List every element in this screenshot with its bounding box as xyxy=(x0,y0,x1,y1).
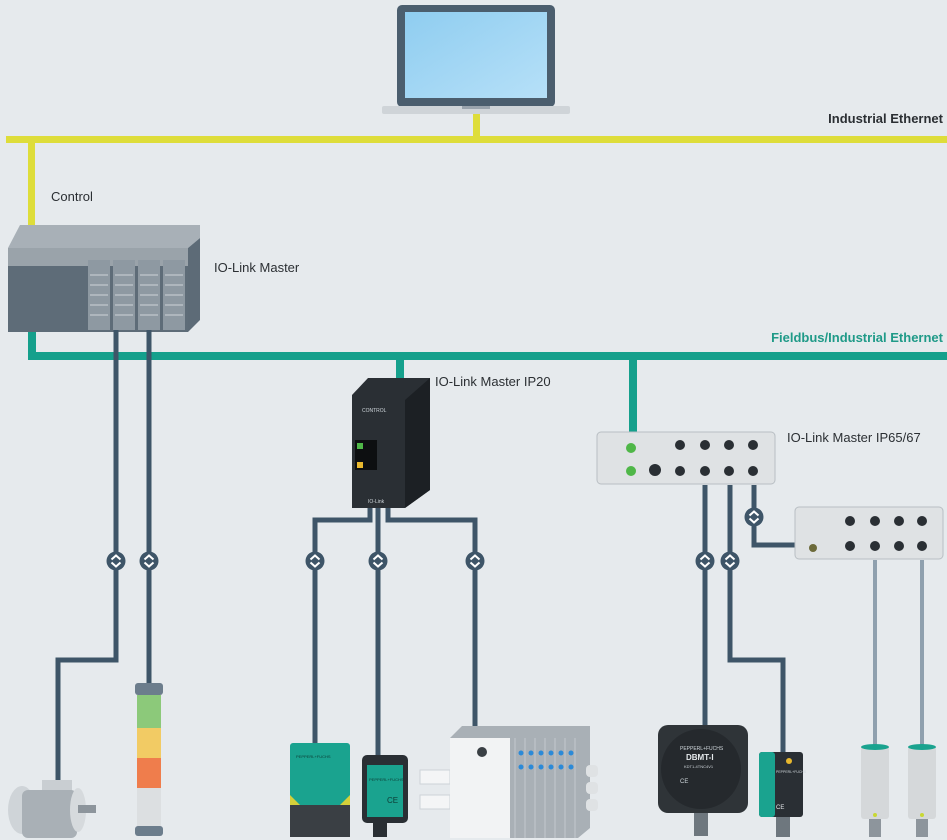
inductive-sensor-icon: PEPPERL+FUCHS xyxy=(290,743,350,837)
compact-sensor-ce: CE xyxy=(387,796,398,805)
encoder-model: DBMT-I xyxy=(686,753,714,762)
cylindrical-sensor-icon-1 xyxy=(861,744,889,837)
industrial-ethernet-bus xyxy=(6,112,947,231)
compact-sensor-icon: PEPPERL+FUCHS CE xyxy=(362,755,408,837)
ip20-footer-label: IO-Link xyxy=(368,499,385,505)
sensor-cables xyxy=(873,560,924,745)
photo-sensor-brand: PEPPERL+FUCHS xyxy=(776,770,807,774)
io-link-hub xyxy=(794,506,944,560)
io-link-master-label: IO-Link Master xyxy=(214,260,300,275)
encoder-brand: PEPPERL+FUCHS xyxy=(680,746,724,752)
ip20-brand-label: CONTROL xyxy=(362,408,387,414)
cylindrical-sensor-icon-2 xyxy=(908,744,936,837)
industrial-ethernet-label: Industrial Ethernet xyxy=(828,111,943,126)
plc-controller xyxy=(8,225,200,332)
io-link-cables xyxy=(55,330,800,780)
compact-sensor-brand: PEPPERL+FUCHS xyxy=(369,777,404,782)
motor-icon xyxy=(8,780,96,838)
signal-tower-icon xyxy=(135,683,163,836)
photo-sensor-ce: CE xyxy=(776,805,784,811)
valve-terminal-icon xyxy=(419,726,598,838)
fieldbus-bus xyxy=(28,330,947,432)
fieldbus-label: Fieldbus/Industrial Ethernet xyxy=(771,330,943,345)
encoder-sub-model: KDT1-4TNC4V1 xyxy=(684,764,714,769)
inductive-sensor-brand: PEPPERL+FUCHS xyxy=(296,754,331,759)
io-link-master-ip20-label: IO-Link Master IP20 xyxy=(435,374,551,389)
laptop-icon xyxy=(382,5,570,114)
io-link-wave-icons xyxy=(106,507,764,571)
encoder-ce: CE xyxy=(680,779,688,785)
io-link-master-ip67 xyxy=(596,431,776,485)
io-link-master-ip65-67-label: IO-Link Master IP65/67 xyxy=(787,430,921,445)
photoelectric-sensor-icon: PEPPERL+FUCHS CE xyxy=(759,752,807,837)
io-link-master-ip20: CONTROL IO-Link xyxy=(352,378,430,508)
control-label: Control xyxy=(51,189,93,204)
encoder-icon: PEPPERL+FUCHS DBMT-I KDT1-4TNC4V1 CE xyxy=(658,725,748,836)
